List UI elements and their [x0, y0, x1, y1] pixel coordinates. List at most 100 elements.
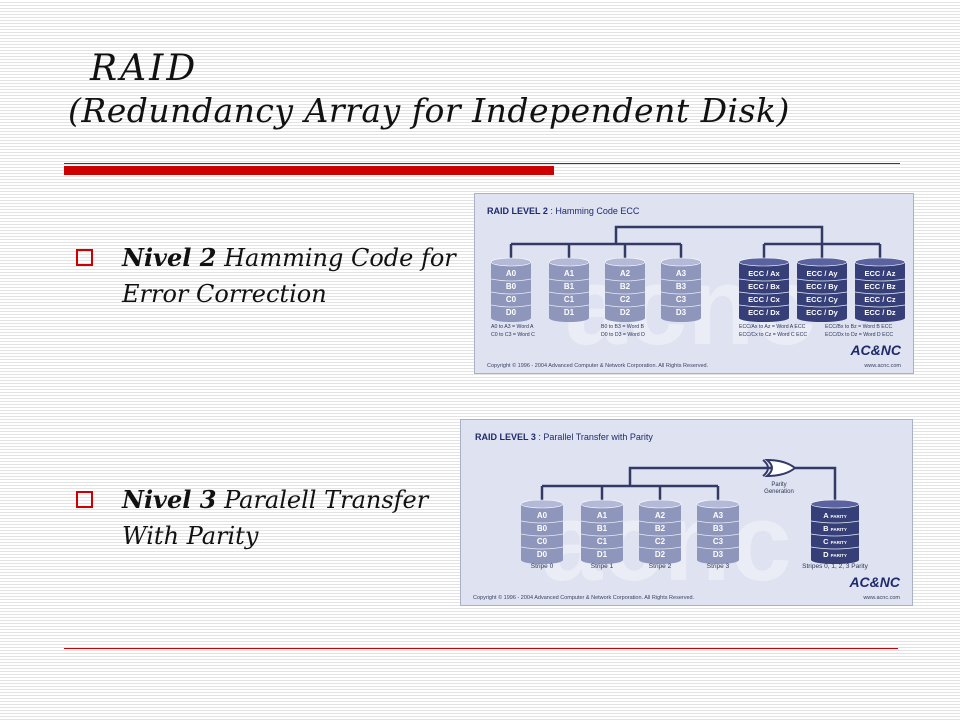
disk-platter-line: [810, 520, 860, 524]
figure-title-rest: : Parallel Transfer with Parity: [536, 432, 654, 442]
disk-label: D3: [713, 550, 724, 559]
disk-platter-line: [796, 304, 848, 308]
parity-generation-label: Generation: [764, 489, 794, 495]
disk-label: D1: [597, 550, 608, 559]
parity-generation-label: Parity: [771, 482, 786, 488]
slide-title: RAID (Redundancy Array for Independent D…: [68, 48, 888, 132]
disk-label: C2: [620, 295, 631, 304]
ecc-note: ECC/Ax to Az = Word A ECC: [739, 324, 806, 330]
disk-top: [738, 257, 790, 267]
title-line-2: (Redundancy Array for Independent Disk): [68, 91, 790, 130]
disk-platter-line: [520, 520, 564, 524]
disk-top: [604, 257, 646, 267]
disk-label: B PARITY: [823, 524, 847, 533]
disk-label: C PARITY: [823, 537, 847, 546]
disk-bottom: [639, 556, 681, 564]
disk-label: A1: [597, 511, 608, 520]
disk-platter-line: [660, 291, 702, 295]
disk-label: D3: [676, 308, 687, 317]
disk-platter-line: [548, 304, 590, 308]
stripe-label: Stripe 3: [707, 563, 730, 570]
figure-title: RAID LEVEL 2 : Hamming Code ECC: [487, 206, 640, 216]
disk-platter-line: [604, 291, 646, 295]
word-note: B0 to B3 = Word B: [601, 324, 645, 330]
title-divider-line: [64, 163, 900, 164]
raid-level-3-svg: acncRAID LEVEL 3 : Parallel Transfer wit…: [473, 432, 901, 604]
disk-platter-line: [810, 546, 860, 550]
figure-title: RAID LEVEL 3 : Parallel Transfer with Pa…: [475, 432, 653, 442]
disk-platter-line: [604, 278, 646, 282]
disk-body: [639, 504, 681, 560]
disk-label: C1: [564, 295, 575, 304]
copyright-text: Copyright © 1996 - 2004 Advanced Compute…: [487, 362, 709, 369]
disk-label: ECC / Ay: [806, 269, 838, 278]
disk-bottom: [491, 314, 531, 322]
disk-label: C0: [537, 537, 548, 546]
square-bullet-icon: [76, 249, 93, 266]
xor-gate-arc: [762, 459, 769, 477]
disk-label: A0: [537, 511, 548, 520]
footer-divider-line: [64, 648, 898, 649]
disk-platter-line: [520, 546, 564, 550]
disk-platter-line: [548, 278, 590, 282]
ecc-note: ECC/Dx to Dz = Word D ECC: [825, 332, 893, 338]
disk-bottom: [605, 314, 645, 322]
disk-platter-line: [738, 278, 790, 282]
disk-top: [696, 499, 740, 509]
bullet-text: Paralell Transfer With Parity: [122, 486, 429, 550]
disk-platter-line: [490, 304, 532, 308]
figure-title-bold: RAID LEVEL 2: [487, 206, 548, 216]
disk-body: [797, 262, 847, 318]
stripe-label: Stripe 0: [531, 563, 554, 570]
disk-platter-line: [696, 533, 740, 537]
disk-body: [811, 504, 859, 560]
disk-platter-line: [580, 520, 624, 524]
disk-top: [490, 257, 532, 267]
disk-label: ECC / Bz: [864, 282, 896, 291]
disk-label: ECC / By: [806, 282, 839, 291]
disk-platter-line: [854, 304, 906, 308]
disk-top: [548, 257, 590, 267]
word-note: D0 to D3 = Word D: [601, 332, 645, 338]
disk-body: [605, 262, 645, 318]
disk-label: B2: [620, 282, 631, 291]
xor-gate-icon: [764, 458, 797, 478]
disk-platter-line: [520, 533, 564, 537]
website-url: www.acnc.com: [863, 363, 901, 369]
disk-label: B3: [713, 524, 724, 533]
disk-body: [581, 504, 623, 560]
disk-top: [638, 499, 682, 509]
disk-label: A1: [564, 269, 575, 278]
disk-platter-line: [580, 546, 624, 550]
disk-label: D PARITY: [823, 550, 847, 559]
disk-platter-line: [738, 304, 790, 308]
bullet-nivel-3: Nivel 3 Paralell Transfer With Parity: [76, 482, 466, 554]
disk-body: [491, 262, 531, 318]
disk-platter-line: [660, 278, 702, 282]
ecc-note: ECC/Cx to Cz = Word C ECC: [739, 332, 807, 338]
word-note: A0 to A3 = Word A: [491, 324, 534, 330]
controller-link-line: [614, 225, 824, 244]
parity-feed-line: [628, 466, 771, 486]
copyright-text: Copyright © 1996 - 2004 Advanced Compute…: [473, 594, 695, 601]
title-line-1: RAID: [90, 48, 199, 89]
disk-bottom: [549, 314, 589, 322]
disk-label: A3: [676, 269, 687, 278]
website-url: www.acnc.com: [862, 595, 900, 601]
acnc-logo: AC&NC: [849, 342, 901, 358]
disk-label: ECC / Ax: [748, 269, 780, 278]
disk-label: A2: [620, 269, 631, 278]
bullet-nivel-2: Nivel 2 Hamming Code for Error Correctio…: [76, 240, 466, 312]
disk-label: C0: [506, 295, 517, 304]
disk-bottom: [697, 556, 739, 564]
disk-label: ECC / Dx: [748, 308, 781, 317]
disk-label: A PARITY: [823, 511, 846, 520]
parity-label: Stripes 0, 1, 2, 3 Parity: [802, 563, 869, 570]
